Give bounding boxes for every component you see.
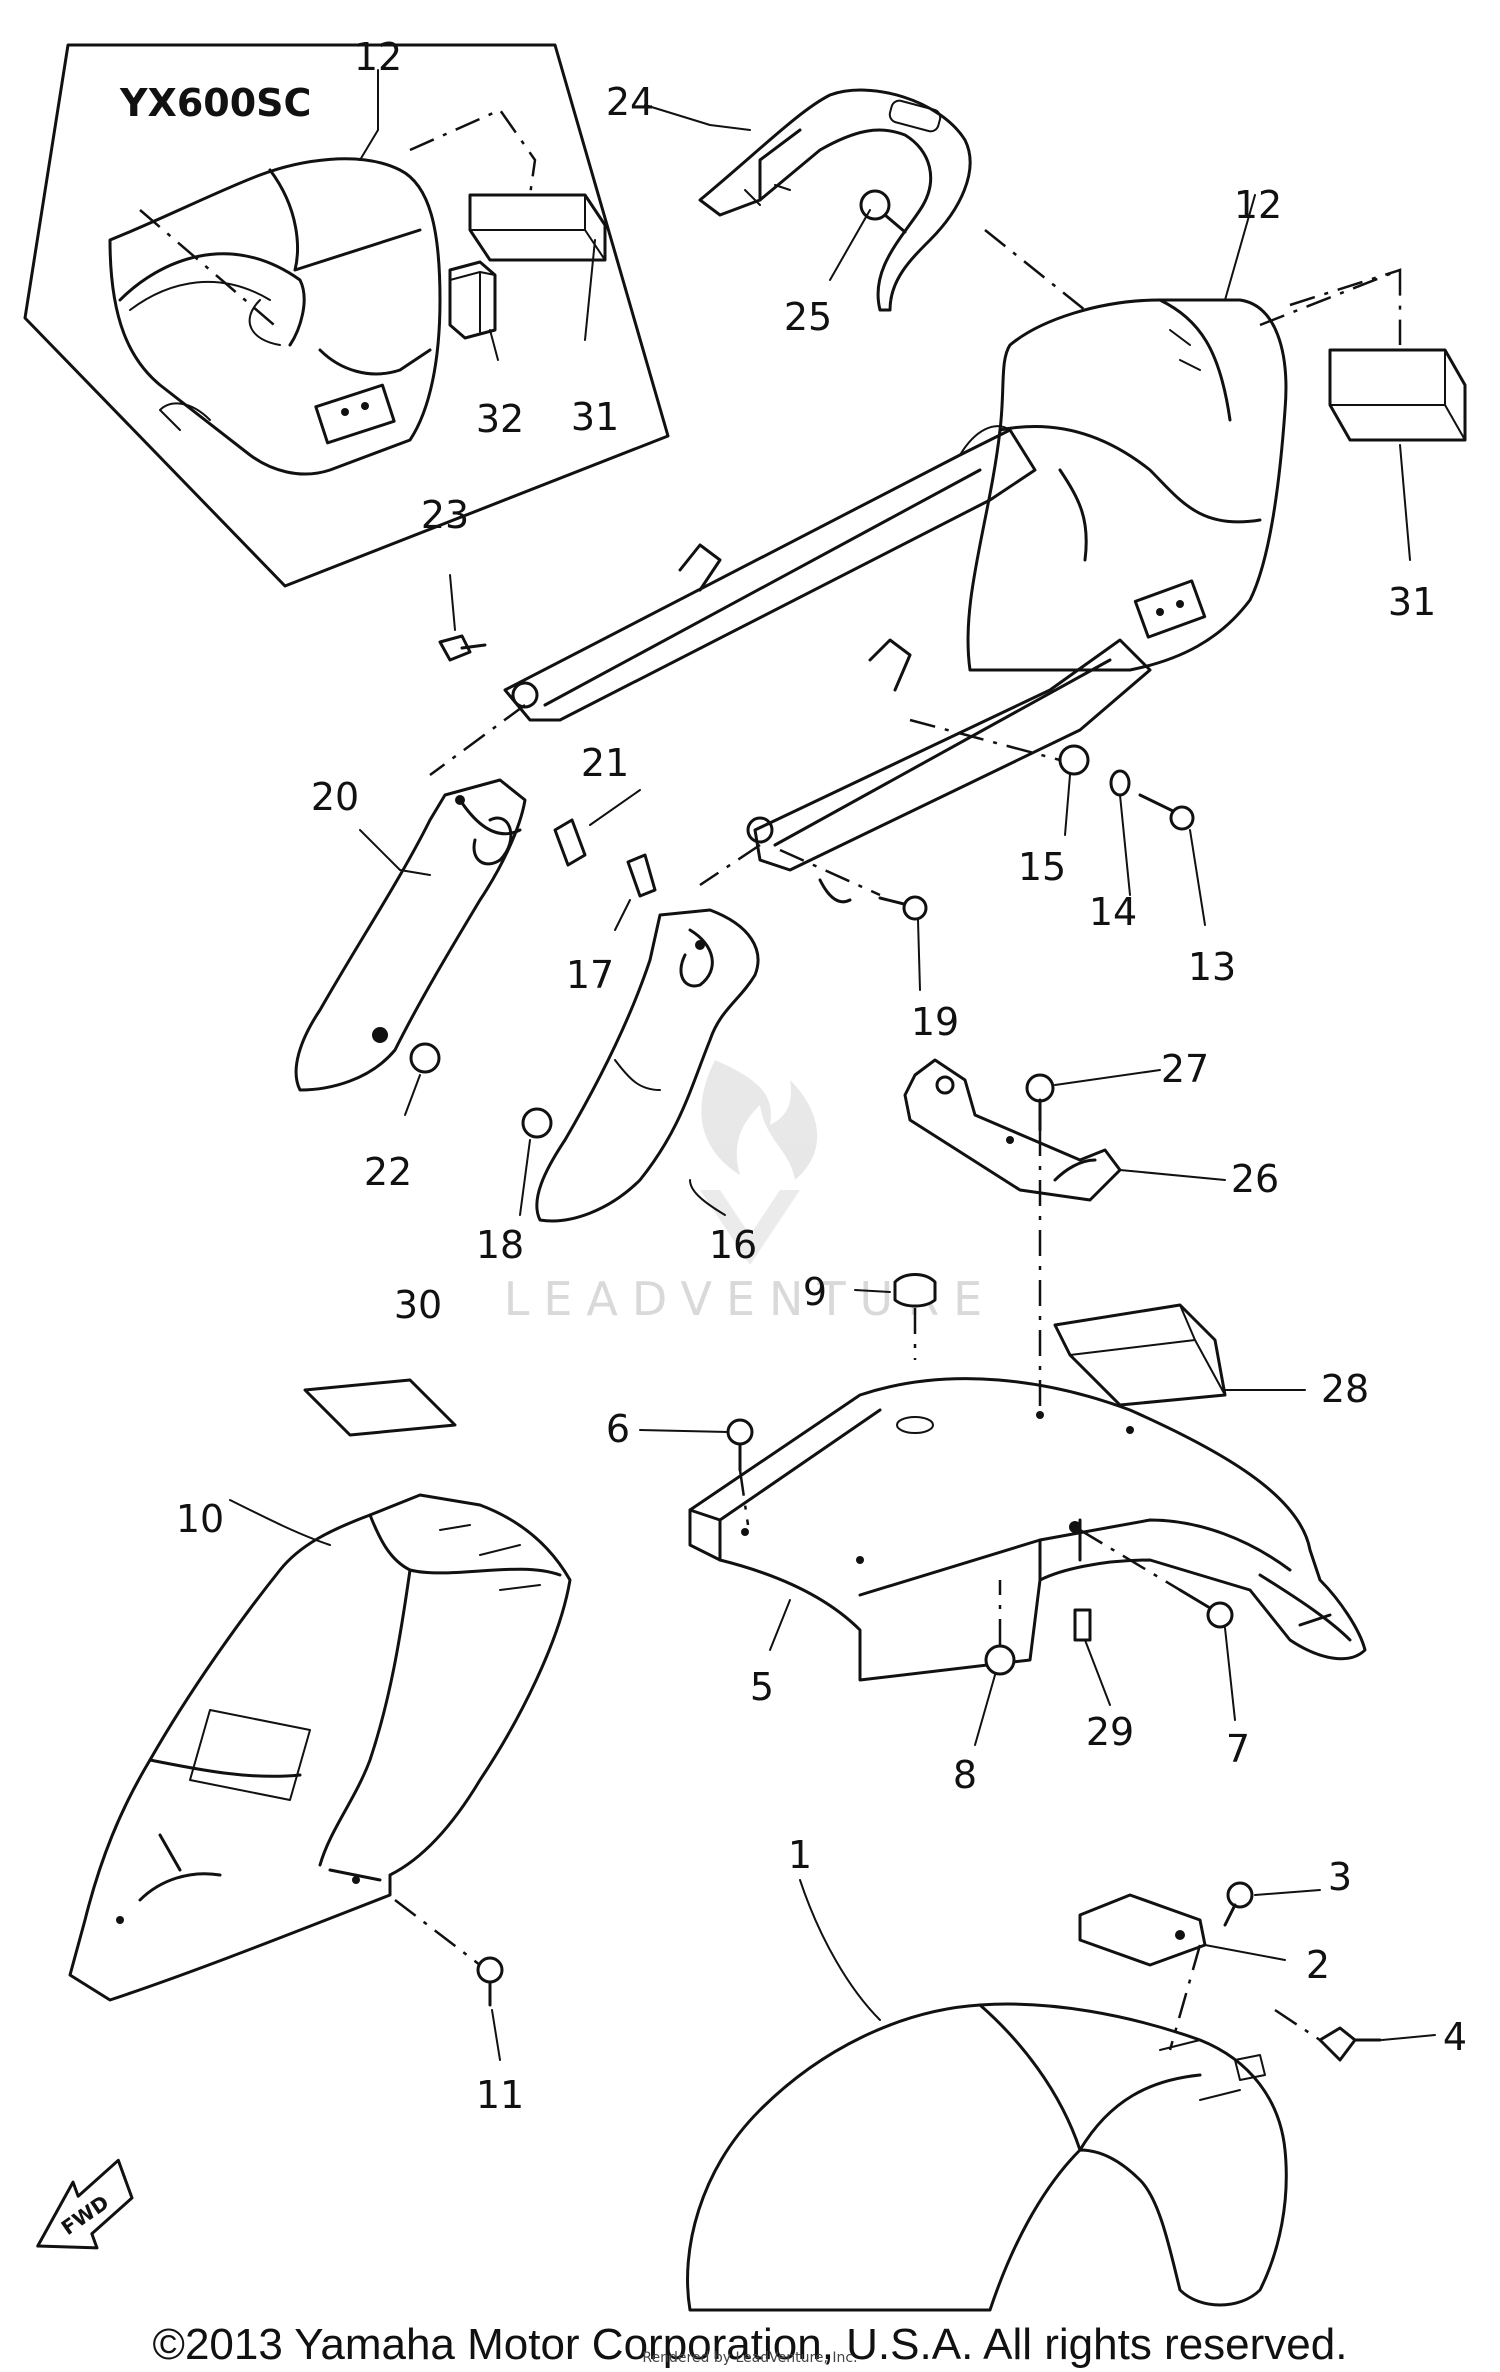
rear-fender-5 <box>688 1377 1367 1682</box>
copyright-notice: ©2013 Yamaha Motor Corporation, U.S.A. A… <box>152 2320 1348 2369</box>
part-number-16: 16 <box>709 1223 757 1267</box>
part-number-20: 20 <box>311 775 359 819</box>
plate-2 <box>1078 1893 1207 1967</box>
part-number-8: 8 <box>953 1753 977 1797</box>
part-number-23: 23 <box>421 493 469 537</box>
part-number-3: 3 <box>1328 1855 1352 1899</box>
part-number-13: 13 <box>1188 945 1236 989</box>
part-number-9: 9 <box>803 1270 827 1314</box>
part-number-12: 12 <box>1234 183 1282 227</box>
part-number-31: 31 <box>1388 580 1436 624</box>
pad-31 <box>1328 348 1467 442</box>
grommet-21 <box>553 818 587 867</box>
leader-dash-upper <box>429 703 526 777</box>
bolt-11 <box>476 1956 504 2007</box>
part-number-7: 7 <box>1226 1727 1250 1771</box>
pad-28 <box>1053 1303 1227 1407</box>
side-rail-upper <box>503 425 1037 722</box>
leader-dash-31 <box>1259 268 1402 345</box>
part-number-26: 26 <box>1231 1157 1279 1201</box>
screw-29 <box>1073 1608 1092 1642</box>
side-rail-lower <box>746 638 1152 904</box>
clip-4 <box>1318 2026 1382 2062</box>
model-label: YX600SC <box>119 81 311 125</box>
part-number-11: 11 <box>476 2073 524 2117</box>
part-number-15: 15 <box>1018 845 1066 889</box>
watermark-flame-icon <box>700 1060 818 1265</box>
part-number-19: 19 <box>911 1000 959 1044</box>
part-number-31-inset: 31 <box>571 395 619 439</box>
bolt-25 <box>859 189 907 234</box>
inner-fender-10 <box>68 1493 572 2002</box>
inset-pad-31 <box>468 193 607 262</box>
part-number-32: 32 <box>476 397 524 441</box>
bolt-7 <box>1178 1588 1234 1629</box>
grab-rail-part <box>698 88 972 312</box>
side-cover-16 <box>535 908 760 1223</box>
bolt-3 <box>1223 1881 1254 1927</box>
grommet-17 <box>626 853 657 898</box>
part-number-18: 18 <box>476 1223 524 1267</box>
part-number-30: 30 <box>394 1283 442 1327</box>
bolt-19 <box>878 895 928 921</box>
part-number-2: 2 <box>1306 1943 1330 1987</box>
part-number-6: 6 <box>606 1407 630 1451</box>
front-fender-1 <box>686 2002 1288 2312</box>
part-number-5: 5 <box>750 1665 774 1709</box>
nut-22 <box>409 1042 441 1074</box>
part-number-17: 17 <box>566 953 614 997</box>
bolt-13 <box>1138 793 1195 831</box>
seat-cowl-main <box>966 298 1288 672</box>
collar-15 <box>1058 744 1090 776</box>
washer-14 <box>1109 769 1131 797</box>
bracket-26 <box>903 1058 1122 1202</box>
part-number-27: 27 <box>1161 1047 1209 1091</box>
part-number-10: 10 <box>176 1497 224 1541</box>
fwd-arrow-icon: FWD <box>36 2158 134 2250</box>
rendered-by-note: Rendered by LeadVenture, Inc. <box>642 2350 858 2366</box>
part-number-4: 4 <box>1443 2015 1467 2059</box>
part-number-12-inset: 12 <box>354 35 402 79</box>
nut-8 <box>984 1644 1016 1676</box>
bolt-27 <box>1025 1073 1055 1132</box>
inset-seat-cowl <box>108 157 442 476</box>
damper-9 <box>893 1273 937 1308</box>
part-number-22: 22 <box>364 1150 412 1194</box>
bolt-23 <box>438 634 487 662</box>
part-number-14: 14 <box>1089 890 1137 934</box>
nut-18 <box>521 1107 553 1139</box>
part-number-21: 21 <box>581 741 629 785</box>
inset-leader-dash <box>409 108 537 196</box>
part-number-25: 25 <box>784 295 832 339</box>
bolt-6 <box>726 1418 754 1472</box>
inset-pad-32 <box>448 260 497 340</box>
side-cover-20 <box>294 778 527 1092</box>
part-number-24: 24 <box>606 80 654 124</box>
part-number-29: 29 <box>1086 1710 1134 1754</box>
leader-lines <box>229 69 1436 2061</box>
part-number-1: 1 <box>788 1833 812 1877</box>
inset-frame <box>23 43 670 588</box>
part-number-28: 28 <box>1321 1367 1369 1411</box>
label-30 <box>303 1378 457 1437</box>
